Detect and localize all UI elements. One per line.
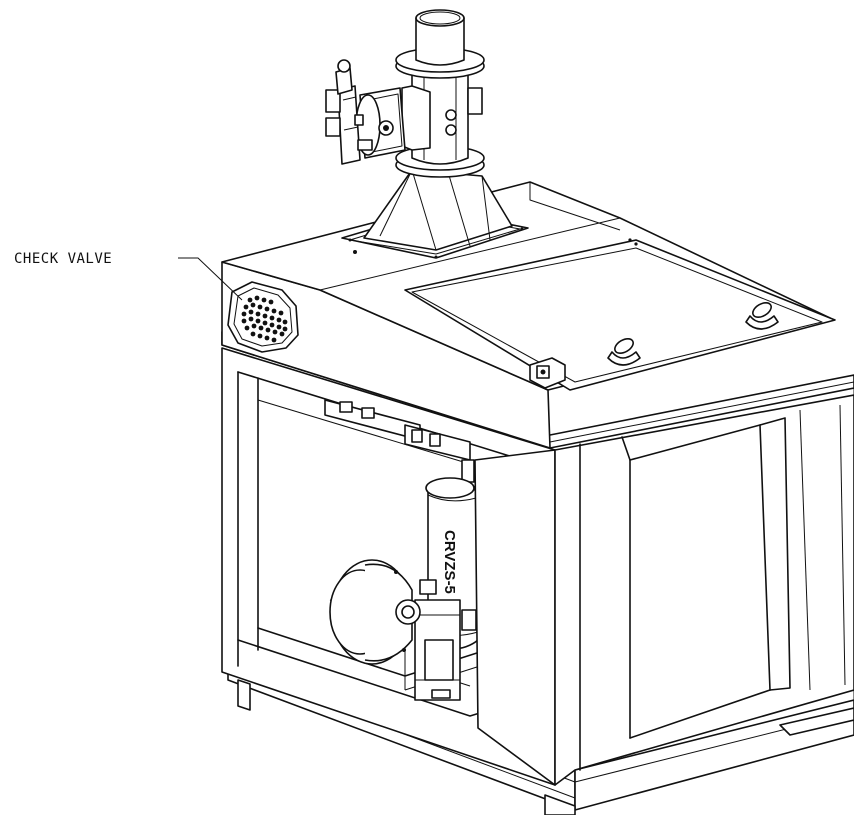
valve-actuator (325, 59, 431, 165)
lid-handle-left (607, 337, 641, 366)
check-valve-label: CHECK VALVE (14, 251, 112, 267)
internal-components (324, 399, 479, 701)
check-valve (227, 281, 299, 353)
cabinet-body (474, 394, 854, 786)
hopper (341, 169, 529, 259)
lid-handle-right (745, 301, 779, 330)
check-valve-callout: CHECK VALVE (14, 251, 243, 301)
cylinder-label: CRVZS-5 (441, 530, 458, 594)
switch-box (529, 357, 566, 389)
